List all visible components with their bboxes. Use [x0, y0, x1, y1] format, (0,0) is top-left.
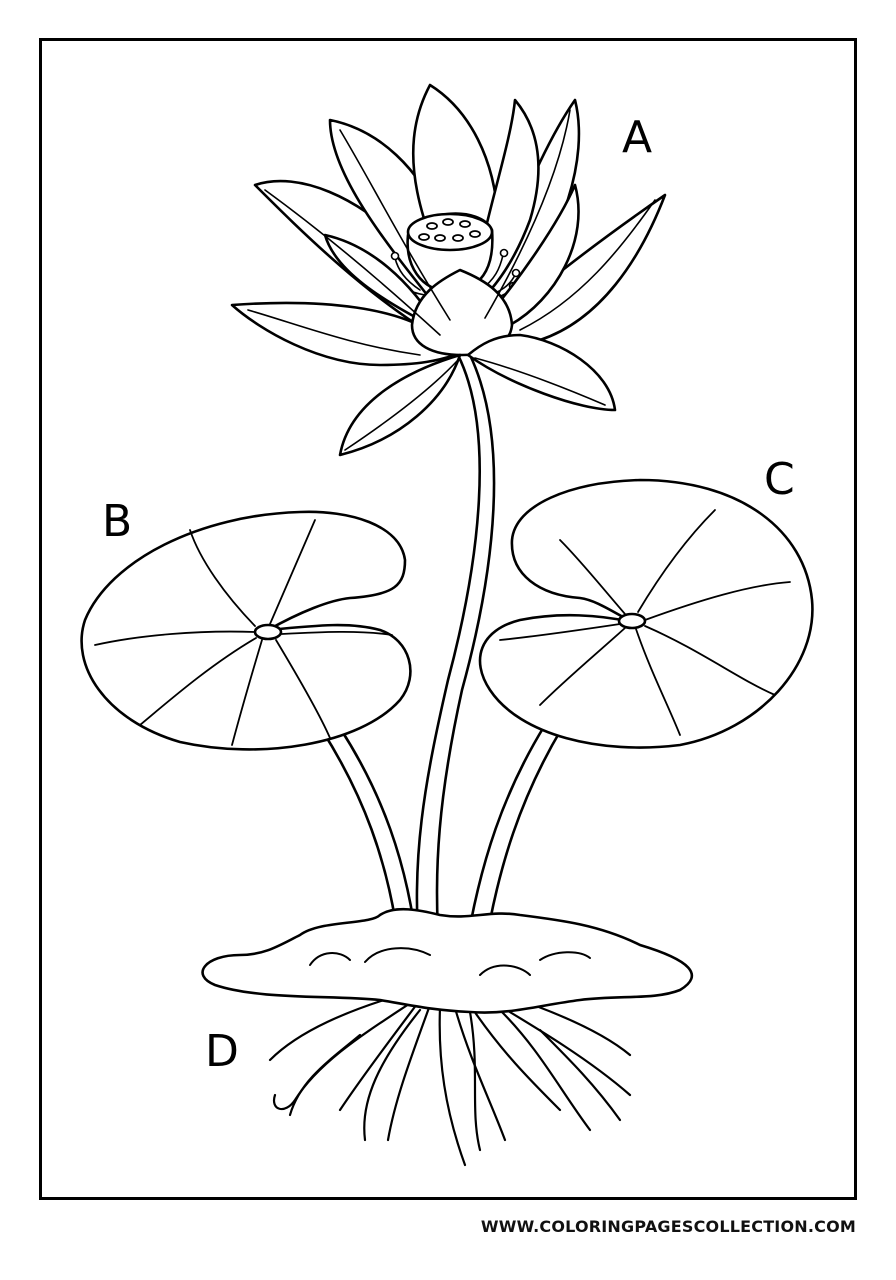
flower-stem	[415, 353, 496, 962]
leaf-b-veins	[94, 519, 393, 746]
roots	[268, 993, 632, 1167]
website-footer: WWW.COLORINGPAGESCOLLECTION.COM	[480, 1217, 856, 1236]
leaf-c-veins	[499, 509, 791, 736]
seed-holes	[418, 218, 481, 242]
label-a: A	[622, 112, 653, 163]
soil-mound	[201, 907, 693, 1014]
label-b: B	[102, 496, 133, 547]
lotus-flower	[230, 83, 667, 457]
leaf-b	[80, 510, 412, 751]
petal-creases	[247, 109, 656, 451]
label-c: C	[764, 454, 795, 505]
soil-details	[309, 947, 591, 976]
leaf-c	[478, 478, 814, 749]
label-d: D	[205, 1026, 239, 1077]
page-border	[39, 38, 857, 1200]
